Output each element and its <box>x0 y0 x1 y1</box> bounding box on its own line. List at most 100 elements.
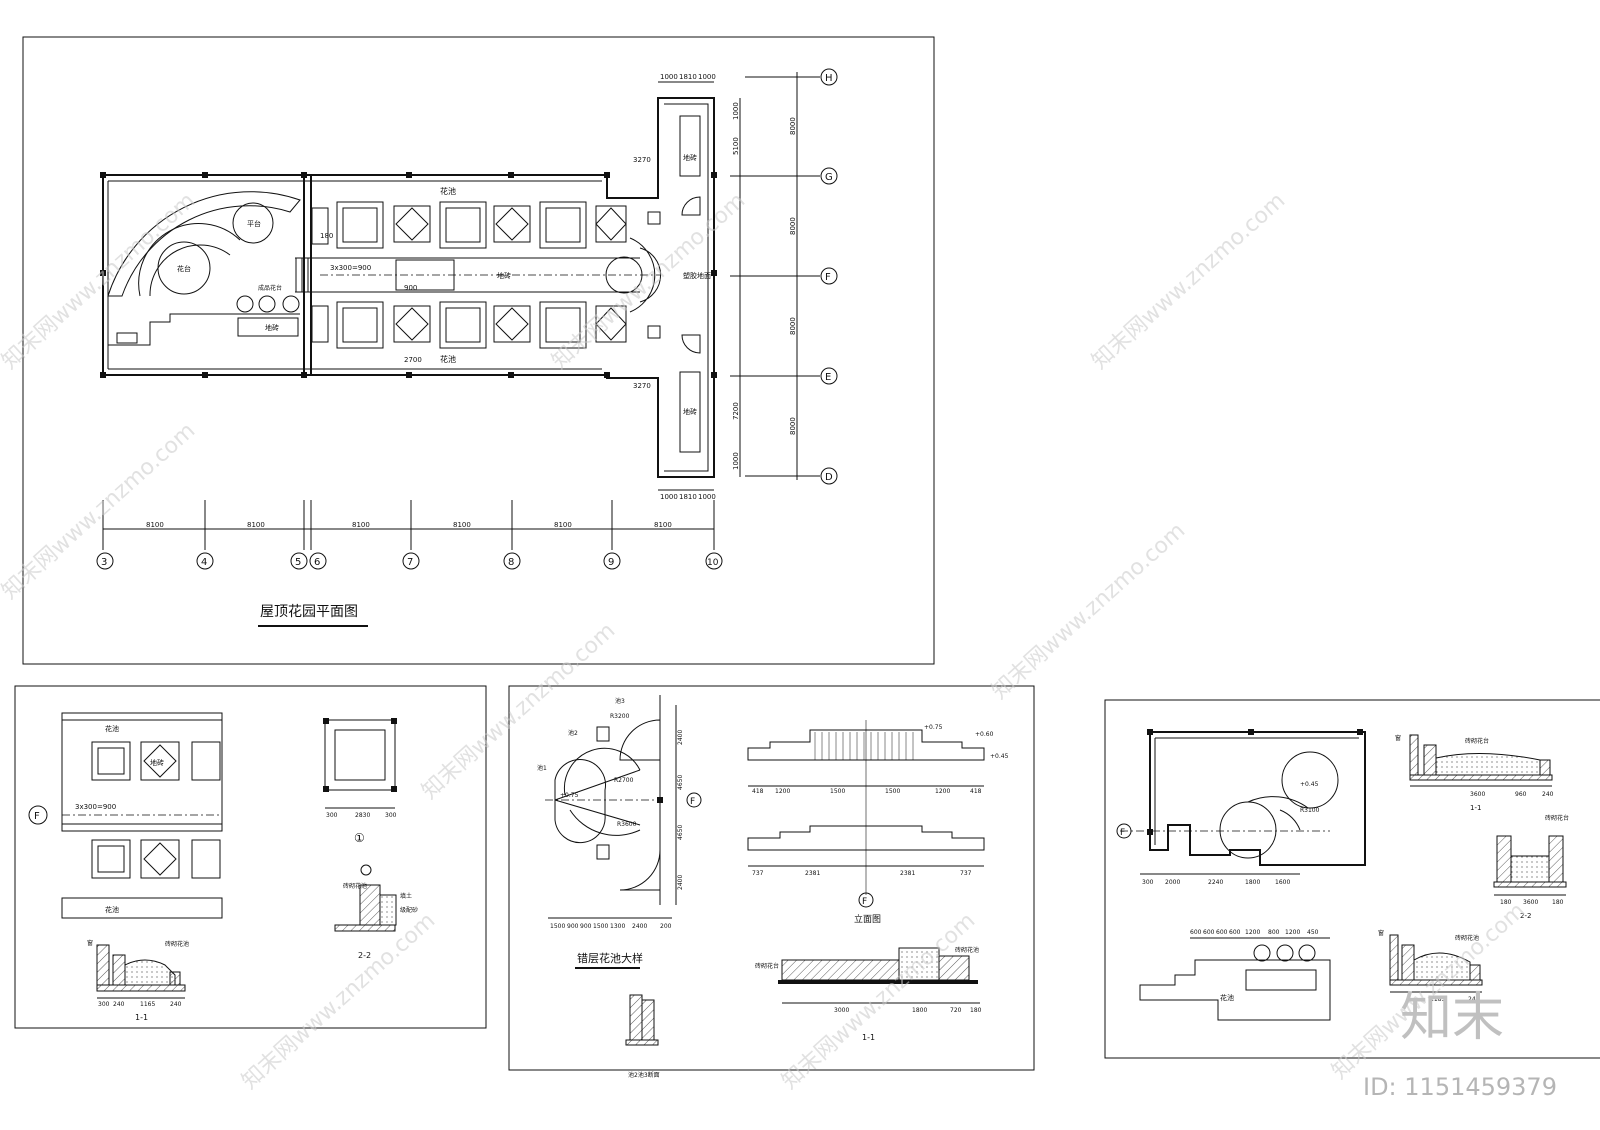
p4-top-dim-6: 800 <box>1268 929 1280 936</box>
p4-s11b-dim-2: 240 <box>1468 996 1480 1003</box>
main-plan-title: 屋顶花园平面图 <box>260 604 358 620</box>
p4-section-22: 2-2 <box>1520 912 1531 920</box>
dim-col-4: 8100 <box>453 521 471 529</box>
label-tiles-left: 地砖 <box>265 323 279 332</box>
p4-top-dim-7: 1200 <box>1285 929 1300 936</box>
p3-pool-3-label: 池3 <box>615 697 625 705</box>
p3-dim-4: 1500 <box>593 923 608 930</box>
p3-dim-5: 1300 <box>610 923 625 930</box>
axis-label-h: H <box>825 73 833 84</box>
p2-dim-box-3: 300 <box>385 812 397 819</box>
label-tiles-top: 地砖 <box>683 153 697 162</box>
p2-detail-1-label: ① <box>354 831 365 845</box>
platform <box>232 202 274 244</box>
panel-detail-3: F +0.45 R3100 300 2000 2240 1800 1600 36… <box>1104 699 1600 1059</box>
p3-elev-045: +0.45 <box>990 753 1009 760</box>
p2-brick-label: 砖砌花池 <box>343 882 367 890</box>
label-platform: 平台 <box>247 219 261 228</box>
flower-stage <box>157 241 211 295</box>
panel-2-frame <box>14 685 487 1029</box>
dim-inner-1: 1000 <box>732 102 740 120</box>
p3-e2-dim-4: 737 <box>960 870 972 877</box>
p4-brick-tai: 砖砌花台 <box>1465 737 1489 745</box>
p4-window: 窗 <box>1395 734 1401 742</box>
p3-dim-6: 2400 <box>632 923 647 930</box>
p2-soil-label: 填土 <box>400 892 412 900</box>
p3-section-title: 1-1 <box>862 1033 875 1042</box>
axis-bubble-d <box>820 467 838 485</box>
axis-bubble-g <box>820 167 838 185</box>
axis-label-g: G <box>825 172 833 183</box>
p3-r3200: R3200 <box>610 713 630 720</box>
panel-4-frame <box>1104 699 1600 1059</box>
p3-dim-1: 1500 <box>550 923 565 930</box>
p3-dim-7: 200 <box>660 923 672 930</box>
dim-right-3: 8000 <box>789 317 797 335</box>
dim-180: 180 <box>320 232 333 240</box>
dim-inner-2: 5100 <box>732 137 740 155</box>
label-tiles-bottom: 地砖 <box>683 407 697 416</box>
axis-col-6: 6 <box>314 557 320 568</box>
p3-small-title: 池2池3断面 <box>628 1071 660 1079</box>
dim-col-3: 8100 <box>352 521 370 529</box>
watermark-4: 知末网www.znzmo.com <box>0 418 200 604</box>
label-prefab-stand: 成品花台 <box>258 284 282 292</box>
p4-flowerbed-label: 花池 <box>1220 993 1234 1002</box>
dim-right-1: 8000 <box>789 117 797 135</box>
p4-dim-1: 300 <box>1142 879 1154 886</box>
p3-rdim-1: 2400 <box>677 730 684 745</box>
p3-sec-dim-2: 1800 <box>912 1007 927 1014</box>
brand-logo: 知末 <box>1400 988 1504 1048</box>
axis-bubble-f <box>820 267 838 285</box>
p3-sec-dim-4: 180 <box>970 1007 982 1014</box>
p3-e1-dim-1: 418 <box>752 788 764 795</box>
p4-dim-5: 1600 <box>1275 879 1290 886</box>
dim-col-5: 8100 <box>554 521 572 529</box>
axis-label-e: E <box>825 372 831 383</box>
planter-grid <box>311 201 627 349</box>
label-rubber-floor: 塑胶地面 <box>683 271 711 280</box>
dim-3270-bottom: 3270 <box>633 382 651 390</box>
p3-elev-075: +0.75 <box>924 724 943 731</box>
axis-col-9: 9 <box>608 557 614 568</box>
p3-axis-f: F <box>690 797 695 807</box>
p4-window-2: 窗 <box>1378 929 1384 937</box>
p2-axis-f: F <box>34 811 40 822</box>
column-axis-group: 8100 8100 8100 8100 8100 8100 3 4 5 6 7 … <box>96 500 723 570</box>
dim-col-6: 8100 <box>654 521 672 529</box>
p2-brick-label-2: 砖砌花池 <box>165 940 189 948</box>
p4-top-dim-4: 600 <box>1229 929 1241 936</box>
p3-e2-dim-3: 2381 <box>900 870 915 877</box>
p4-level-045: +0.45 <box>1300 781 1319 788</box>
p3-brick-chi: 砖砌花池 <box>955 946 979 954</box>
p3-pool-1-label: 池1 <box>537 764 547 772</box>
p3-brick-tai: 砖砌花台 <box>755 962 779 970</box>
dim-col-2: 8100 <box>247 521 265 529</box>
watermark-3: 知末网www.znzmo.com <box>1087 188 1290 374</box>
p3-title: 错层花池大样 <box>577 951 643 965</box>
p2-mix-label: 级配砂 <box>400 906 418 914</box>
p4-dim-3: 2240 <box>1208 879 1223 886</box>
axis-col-4: 4 <box>201 557 207 568</box>
p3-elev-axis-f: F <box>862 897 867 907</box>
watermark-1: 知末网www.znzmo.com <box>0 188 200 374</box>
watermark-2: 知末网www.znzmo.com <box>547 188 750 374</box>
p4-s11b-dim-1: 1185 <box>1430 996 1445 1003</box>
axis-col-5: 5 <box>295 557 301 568</box>
p2-window-label: 窗 <box>87 939 93 947</box>
dim-btm-2: 1810 <box>679 493 697 501</box>
p2-dim-box-2: 2830 <box>355 812 370 819</box>
watermark-7: 知末网www.znzmo.com <box>237 908 440 1094</box>
label-flowerbed-bottom: 花池 <box>440 354 456 364</box>
axis-bubble-h <box>820 68 838 86</box>
p3-pool-2-label: 池2 <box>568 729 578 737</box>
asset-id: ID: 1151459379 <box>1363 1073 1557 1101</box>
axis-col-10: 10 <box>707 558 719 568</box>
p3-e1-dim-5: 1200 <box>935 788 950 795</box>
pool-1 <box>554 759 606 844</box>
dim-top-2: 1810 <box>679 73 697 81</box>
label-stair-dim: 3x300=900 <box>330 264 371 272</box>
p3-rdim-3: 4650 <box>677 825 684 840</box>
dim-btm-1: 1000 <box>660 493 678 501</box>
axis-label-f: F <box>825 272 831 283</box>
